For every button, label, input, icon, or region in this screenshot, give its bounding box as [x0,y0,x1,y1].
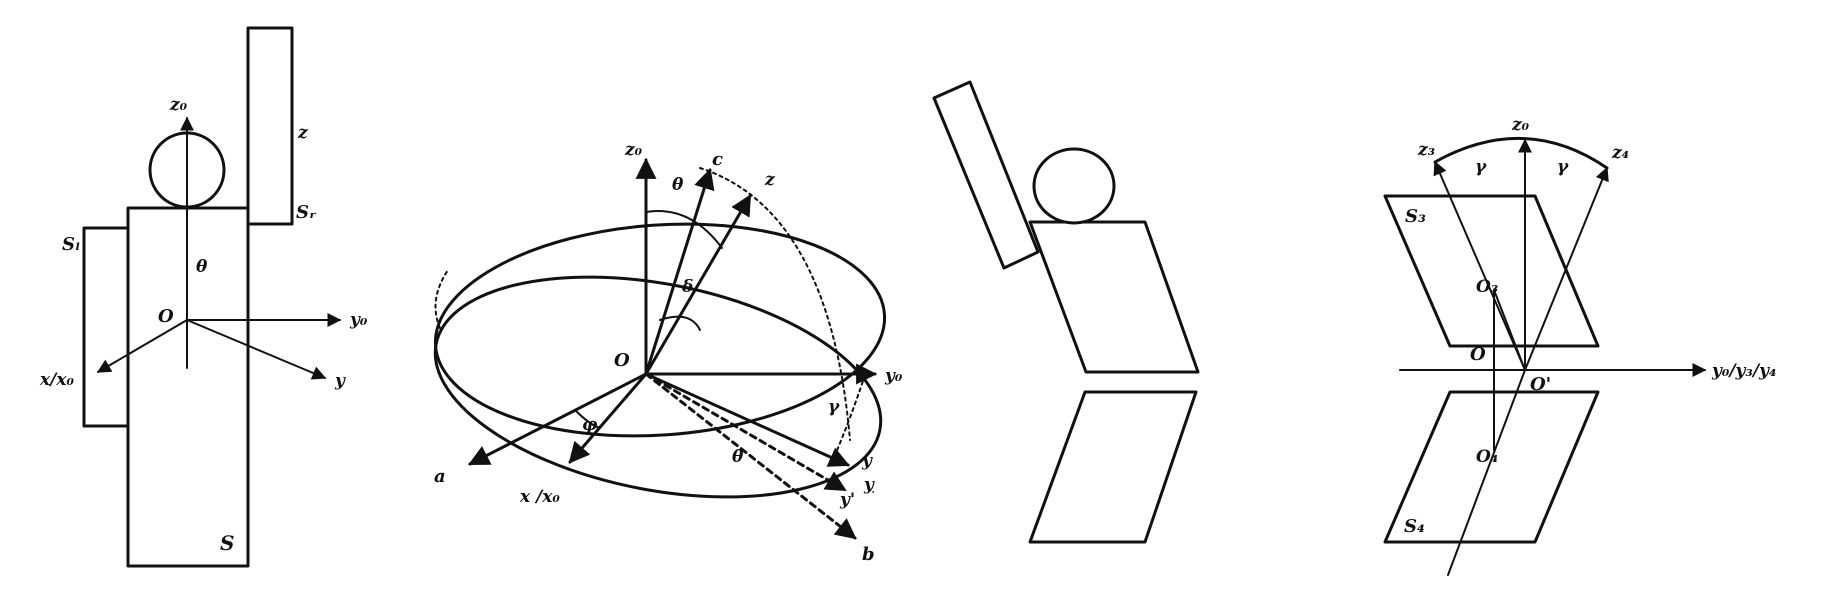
label-o4: O₄ [1476,447,1498,467]
label-origin: O [1470,344,1486,365]
arc-dashed-right [834,374,866,456]
axis-c [644,167,715,376]
axis-y [644,372,850,467]
axis-z3 [1433,160,1526,371]
axis-z4 [1524,166,1609,371]
plane-s4 [1383,390,1600,544]
label-z0: z₀ [169,95,188,115]
axis-x-x0 [568,372,648,464]
raised-arm-segment [932,80,1040,270]
axis-a [468,372,648,466]
label-s4: S₄ [1404,516,1425,537]
axis-y [186,319,327,380]
label-z4: z₄ [1611,143,1629,163]
label-z: z [297,123,308,143]
label-y: y [861,451,873,471]
label-y: y [334,371,346,391]
arc-dashed-left [434,269,449,329]
arc-phi [574,409,601,429]
arc-dashed-z-to-y [699,167,851,441]
left-arm-segment [82,226,130,428]
label-y-bar: y [863,475,875,495]
upper-trunk [1028,220,1200,374]
label-s: S [220,531,234,555]
panel-1-standing-body: z₀ θ O y₀ x/x₀ y z Sᵣ Sₗ S [39,26,368,568]
label-gamma: γ [828,397,840,417]
label-x-x0: x/x₀ [39,370,74,390]
arc-gamma [1433,137,1609,170]
label-o-prime: O' [1530,374,1551,395]
plane-s3 [1383,194,1600,348]
label-sl: Sₗ [62,234,80,255]
label-a: a [434,466,446,487]
head [1032,147,1116,225]
panel-4-planes: z₃ z₀ z₄ γ γ S₃ O₃ O O' y₀/y₃/y₄ O₄ S₄ [1383,115,1776,576]
axis-b-dashed [644,372,857,540]
lower-trunk [1028,390,1198,544]
label-z0: z₀ [624,140,643,160]
arc-delta [659,315,701,331]
label-origin: O [158,306,174,327]
label-y-prime: y' [839,490,855,510]
label-y0-y3-y4: y₀/y₃/y₄ [1711,361,1776,381]
right-arm-segment [246,26,294,226]
arc-theta-top [645,210,723,249]
label-theta-low: θ [732,447,744,467]
axis-x-x0 [96,319,188,373]
axis-z [644,194,752,376]
label-y0: y₀ [349,310,368,330]
label-x-x0: x /x₀ [519,487,560,507]
label-theta-top: θ [672,175,684,195]
label-s3: S₃ [1405,206,1426,227]
label-sr: Sᵣ [296,202,317,223]
label-z0: z₀ [1511,115,1530,135]
label-y0: y₀ [884,366,903,386]
s4-normal-line [1447,369,1526,576]
label-theta: θ [196,257,208,277]
panel-3-leaning-body [932,80,1200,544]
label-gamma-right: γ [1557,157,1569,177]
label-c: c [712,149,723,170]
axis-y-prime-dashed [644,372,847,492]
label-z3: z₃ [1417,140,1435,160]
label-delta: δ [681,277,693,297]
label-origin: O [614,350,630,371]
ellipse-rotated [433,275,883,499]
label-gamma-left: γ [1475,157,1487,177]
panel-2-rotation-ellipses: z₀ θ c z δ O y₀ γ y y y' θ φ a x /x₀ b [433,140,903,565]
o-o3-link [1493,289,1526,371]
label-z: z [764,170,775,190]
label-phi: φ [582,415,598,435]
label-b: b [862,544,875,565]
label-o3: O₃ [1476,277,1498,297]
